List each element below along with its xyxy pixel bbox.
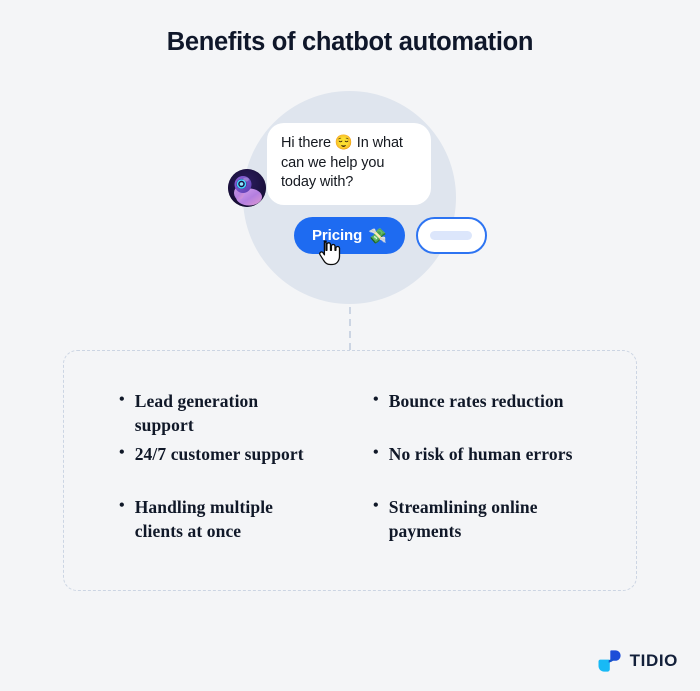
benefit-label: Lead generation support	[134, 391, 259, 435]
list-item: • Handling multiple clients at once	[119, 495, 373, 548]
quick-reply-pricing-label: Pricing	[312, 227, 363, 244]
bot-message-text: Hi there 😌 In what can we help you today…	[281, 135, 403, 190]
benefits-panel: • Lead generation support • Bounce rates…	[63, 350, 637, 591]
bullet-icon: •	[119, 391, 125, 408]
benefit-label: 24/7 customer support	[134, 444, 304, 464]
list-item: • Streamlining online payments	[373, 495, 612, 548]
tidio-logo: TIDIO	[598, 649, 678, 673]
bullet-icon: •	[373, 444, 379, 461]
money-with-wings-icon: 💸	[368, 227, 387, 245]
bot-avatar-icon	[228, 169, 266, 207]
page-title: Benefits of chatbot automation	[166, 28, 534, 56]
connector-line	[349, 307, 351, 350]
benefit-label: Handling multiple clients at once	[134, 497, 274, 541]
bullet-icon: •	[119, 444, 125, 461]
benefits-list: • Lead generation support • Bounce rates…	[64, 351, 636, 590]
bot-message-bubble: Hi there 😌 In what can we help you today…	[267, 123, 431, 205]
quick-reply-pricing-button[interactable]: Pricing 💸	[294, 217, 405, 254]
list-item: • No risk of human errors	[373, 442, 612, 495]
tidio-wordmark: TIDIO	[629, 651, 678, 670]
list-item: • 24/7 customer support	[119, 442, 373, 495]
tidio-mark-icon	[598, 650, 621, 672]
list-item: • Bounce rates reduction	[373, 389, 612, 442]
bot-avatar	[228, 169, 266, 207]
chat-illustration: Hi there 😌 In what can we help you today…	[0, 85, 700, 315]
benefit-label: No risk of human errors	[388, 444, 573, 464]
bullet-icon: •	[119, 497, 125, 514]
bullet-icon: •	[373, 391, 379, 408]
list-item: • Lead generation support	[119, 389, 373, 442]
skeleton-bar	[430, 231, 473, 240]
quick-reply-row: Pricing 💸	[294, 217, 487, 254]
benefit-label: Bounce rates reduction	[388, 391, 564, 411]
benefit-label: Streamlining online payments	[388, 497, 538, 541]
quick-reply-placeholder-button[interactable]	[415, 217, 487, 254]
bullet-icon: •	[373, 497, 379, 514]
